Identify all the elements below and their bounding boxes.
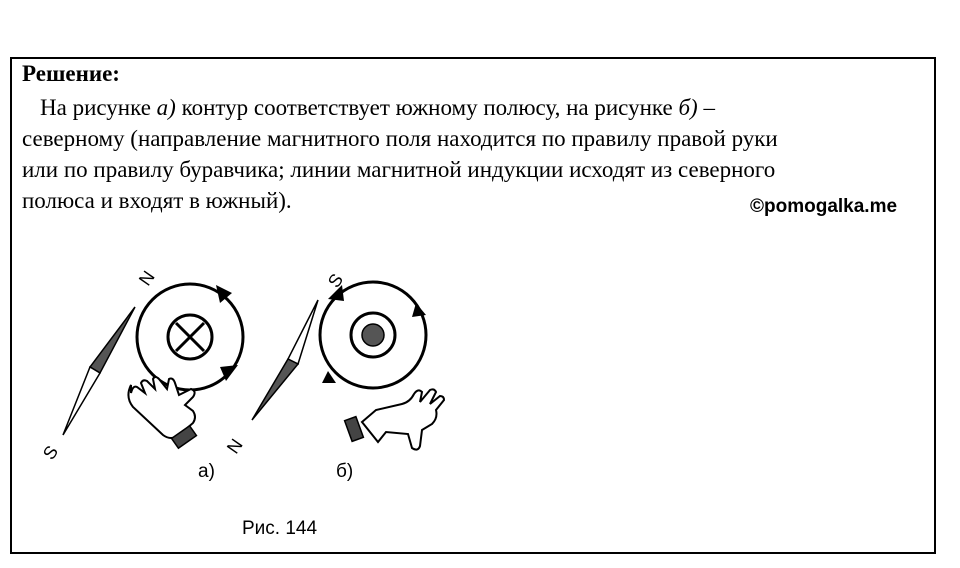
current-into-page-icon: [166, 313, 214, 361]
panel-b-label: б): [336, 461, 353, 482]
compass-north-label-b: N: [223, 435, 247, 457]
field-circle-b: [318, 280, 428, 390]
figure-144: N S а) S N: [39, 267, 446, 482]
watermark: ©pomogalka.me: [750, 196, 898, 217]
solution-heading: Решение:: [22, 61, 120, 86]
right-hand-icon-b: [343, 388, 446, 451]
solution-line-2: северному (направление магнитного поля н…: [22, 126, 778, 151]
compass-needle-a: [62, 306, 136, 436]
panel-a: N S а): [39, 267, 245, 482]
right-hand-icon-a: [127, 376, 198, 450]
compass-south-label-a: S: [39, 442, 62, 463]
compass-south-label-b: S: [324, 270, 347, 291]
compass-needle-b: [251, 299, 319, 421]
current-out-of-page-icon: [349, 311, 397, 359]
solution-frame: [10, 57, 936, 554]
solution-text: На рисунке а) контур соответствует южном…: [22, 92, 922, 216]
panel-a-label: а): [198, 461, 215, 482]
solution-line-3: или по правилу буравчика; линии магнитно…: [22, 157, 776, 182]
solution-line-1: На рисунке а) контур соответствует южном…: [40, 95, 715, 120]
panel-b: S N б): [223, 270, 446, 482]
solution-line-4: полюса и входят в южный).: [22, 188, 292, 213]
compass-north-label-a: N: [135, 267, 159, 289]
figure-caption: Рис. 144: [242, 518, 318, 539]
